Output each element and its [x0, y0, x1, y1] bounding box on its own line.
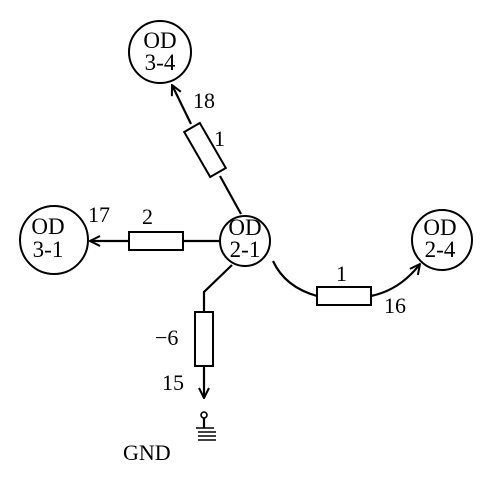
edge-left: 2 17	[88, 202, 222, 251]
ground-terminal	[200, 411, 208, 419]
node-center: OD 2-1	[219, 215, 271, 267]
edge-bottom-wire-upper	[202, 264, 233, 312]
edge-top-wire-lower	[219, 175, 242, 215]
edge-bottom: −6 15	[155, 264, 233, 398]
edge-right-resistor	[316, 286, 372, 306]
node-right: OD 2-4	[411, 209, 473, 271]
edge-top-wire-upper	[172, 85, 192, 125]
node-top-circle	[128, 20, 192, 84]
edge-left-resistor	[128, 231, 184, 251]
node-top-line1: OD	[143, 28, 176, 53]
edge-top-weight: 1	[214, 126, 225, 151]
edge-right: 1 16	[272, 260, 420, 318]
edge-top-id: 18	[193, 88, 215, 113]
edge-right-id: 16	[384, 293, 406, 318]
edge-left-weight: 2	[142, 204, 153, 229]
edge-bottom-id: 15	[162, 370, 184, 395]
node-left: OD 3-1	[19, 205, 89, 275]
edge-top: 1 18	[172, 85, 242, 215]
edge-bottom-resistor	[194, 311, 214, 367]
node-right-line1: OD	[423, 215, 456, 240]
node-right-line2: 2-4	[425, 237, 456, 262]
ground-symbol: GND	[123, 411, 216, 465]
node-left-line2: 3-1	[33, 237, 64, 262]
edge-left-id: 17	[88, 202, 110, 227]
node-center-line1: OD	[228, 215, 261, 240]
node-center-circle	[219, 215, 271, 267]
node-top-line2: 3-4	[145, 50, 176, 75]
edge-bottom-weight: −6	[155, 325, 178, 350]
node-left-line1: OD	[31, 214, 64, 239]
edge-top-resistor	[182, 121, 228, 179]
edge-right-weight: 1	[336, 261, 347, 286]
node-left-circle	[19, 205, 89, 275]
node-right-circle	[411, 209, 473, 271]
node-center-line2: 2-1	[230, 237, 261, 262]
edge-right-wire-left	[272, 260, 318, 298]
edge-right-wire-right	[370, 264, 420, 298]
ground-label: GND	[123, 440, 171, 465]
node-top: OD 3-4	[128, 20, 192, 84]
